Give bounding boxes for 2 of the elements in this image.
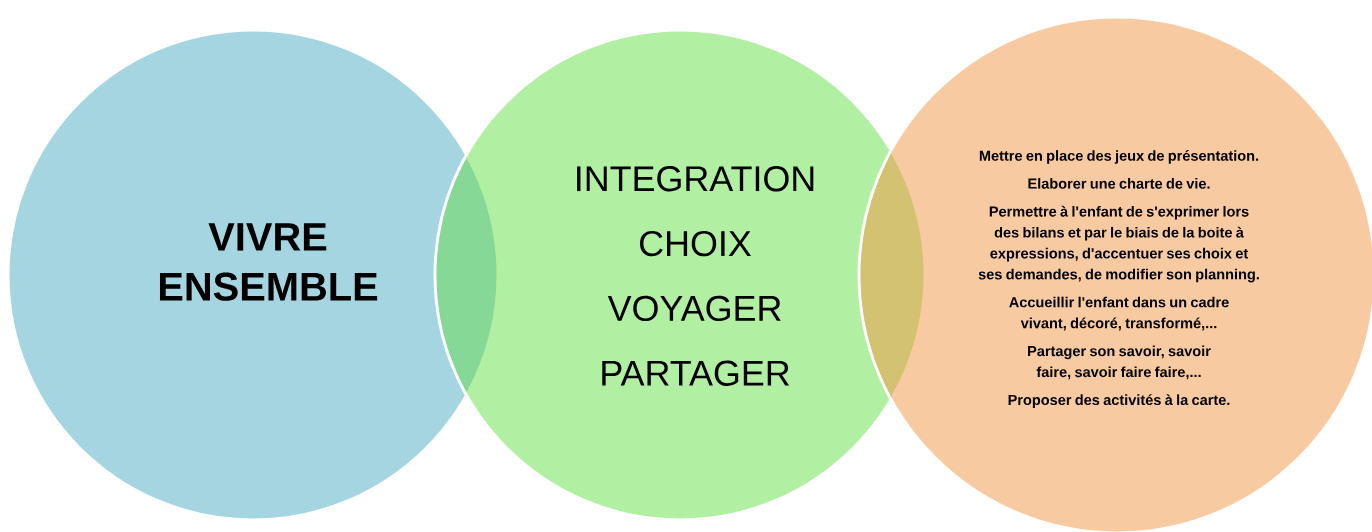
overlap-region <box>860 153 924 397</box>
overlap-region <box>436 157 497 393</box>
